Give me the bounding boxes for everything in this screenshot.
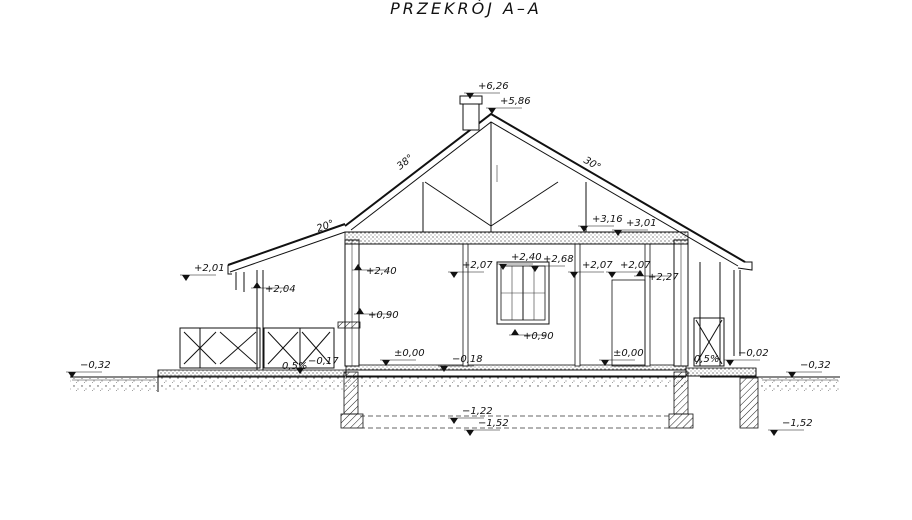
level-marker-porch-beam [253,282,261,288]
label-porch-roof: 20° [315,218,335,234]
label-ceiling-2: +3,01 [626,218,657,229]
label-eave-right: +2,27 [648,272,679,283]
label-floor-2: ±0,00 [613,348,644,359]
level-marker-ceiling-1 [580,226,588,232]
label-eave-left: +2,01 [194,263,225,274]
label-foundation-1: −1,22 [462,406,493,417]
label-left-roof: 38° [395,153,416,173]
label-window-top: +2,40 [511,252,542,263]
level-marker-sill-left [356,308,364,314]
window [496,261,550,325]
level-marker-window-head [531,266,539,272]
level-marker-foundation-2 [466,430,474,436]
label-door-2: +2,07 [582,260,613,271]
roof [227,95,753,275]
terrace-slab [157,369,347,392]
door [611,279,646,367]
label-outer-step: −0,02 [738,348,769,359]
label-sill-window: +0,90 [523,331,554,342]
label-door-1: +2,07 [462,260,493,271]
level-marker-foundation-1 [450,418,458,424]
foundations [340,371,694,429]
label-ceiling-1: +3,16 [592,214,623,225]
label-ridge-top: +6,26 [478,81,509,92]
label-porch-beam: +2,04 [265,284,296,295]
ceiling [344,231,689,245]
level-marker-terrace [296,368,304,374]
right-step [685,367,759,429]
level-marker-ridge [488,108,496,114]
label-left: 0,5% [282,361,307,372]
label-door-3: +2,07 [620,260,651,271]
level-marker-outer-step [726,360,734,366]
level-marker-ground-right [788,372,796,378]
level-marker-eave-left [182,275,190,281]
label-right: 0,5% [694,354,719,365]
level-marker-sill-window [511,329,519,335]
label-floor-step: −0,18 [452,354,483,365]
downpipes [235,270,741,370]
level-marker-floor-1 [382,360,390,366]
level-marker-floor-step [440,366,448,372]
level-marker-ridge-top [466,93,474,99]
level-marker-ceiling-2 [614,230,622,236]
floor-slab [345,364,687,388]
label-ridge: +5,86 [500,96,531,107]
label-foundation-right: −1,52 [782,418,813,429]
level-marker-floor-2 [601,360,609,366]
label-terrace: −0,17 [308,356,339,367]
level-marker-room-height [354,264,362,270]
level-marker-door-2 [570,272,578,278]
level-marker-foundation-right [770,430,778,436]
label-room-height: +2,40 [366,266,397,277]
level-marker-door-3 [608,272,616,278]
level-marker-eave-right [636,270,644,276]
section-title: PRZEKRÓJ A–A [390,0,542,18]
level-marker-window-top [499,264,507,270]
label-foundation-2: −1,52 [478,418,509,429]
label-floor-1: ±0,00 [394,348,425,359]
level-marker-door-1 [450,272,458,278]
label-window-head: +2,68 [543,254,574,265]
level-marker-ground-left [68,372,76,378]
label-right-roof: 30° [582,155,603,173]
label-sill-left: +0,90 [368,310,399,321]
label-ground-left: −0,32 [80,360,111,371]
ground [70,376,840,392]
label-ground-right: −0,32 [800,360,831,371]
